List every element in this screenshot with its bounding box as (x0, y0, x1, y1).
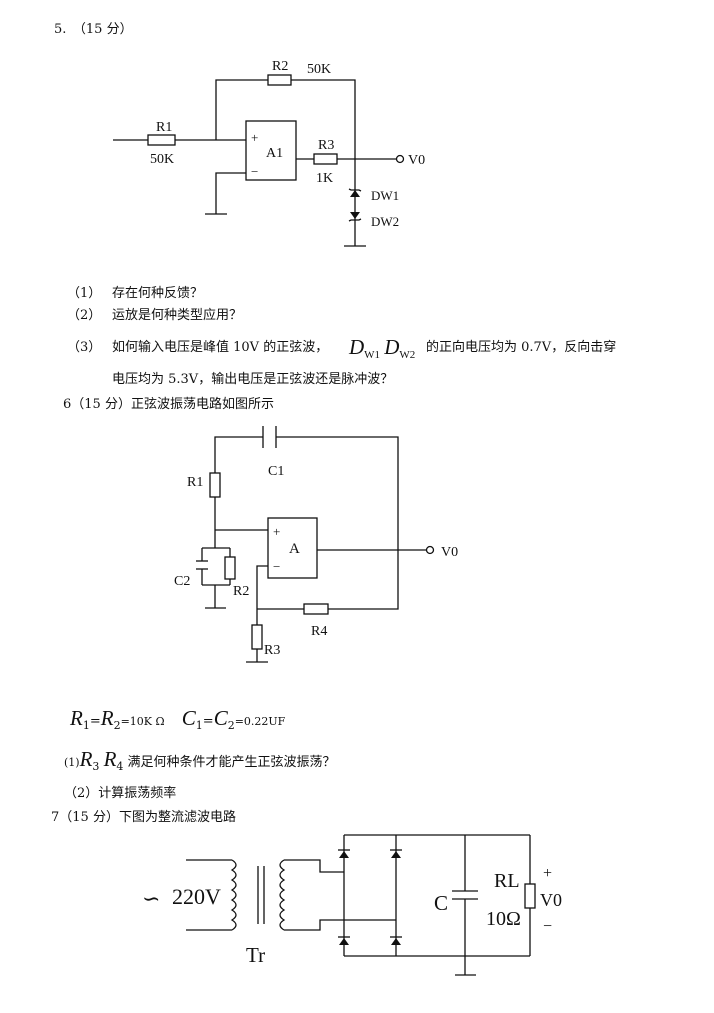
q5-d1-symbol: D (349, 335, 365, 359)
q5-item3-continued: 电压均为 5.3V，输出电压是正弦波还是脉冲波？ (112, 372, 394, 387)
q5-opamp-minus: − (251, 164, 258, 179)
q5-opamp (245, 120, 297, 181)
q7-heading: 7（15 分）下图为整流滤波电路 (51, 810, 236, 825)
q7-minus-sign: − (543, 918, 552, 935)
q6-output-terminal (425, 545, 435, 555)
q5-zener-dw1 (350, 190, 360, 197)
q5-item3-text-a: 如何输入电压是峰值 10V 的正弦波， (112, 340, 329, 355)
q5-r2-label: R2 (272, 59, 288, 74)
q7-rl-label: RL (494, 870, 520, 892)
q7-diode-d2 (391, 851, 401, 858)
q6-param-r1-sub: 1 (82, 719, 90, 732)
q6-param-r-value: =10K Ω (120, 715, 165, 728)
q6-r2-label: R2 (233, 584, 249, 599)
q5-r3-label: R3 (318, 138, 334, 153)
q5-d2-subscript: W2 (399, 349, 416, 361)
q7-primary-coil (230, 859, 237, 931)
q5-output-terminal (395, 154, 405, 164)
q5-r1-value: 50K (150, 152, 174, 167)
q6-heading: 6（15 分）正弦波振荡电路如图所示 (63, 397, 274, 412)
q6-q1-number: (1) (64, 756, 80, 769)
q7-plus-sign: + (543, 865, 552, 882)
q5-r3-value: 1K (316, 171, 333, 186)
q7-ac-tilde: ∽ (142, 886, 160, 911)
q5-opamp-label: A1 (266, 146, 283, 161)
q5-d2-symbol: D (384, 335, 400, 359)
q6-param-eq2: = (202, 714, 214, 729)
q5-dw1-label: DW1 (371, 188, 399, 203)
q7-transformer-label: Tr (246, 943, 265, 967)
q6-c2-label: C2 (174, 574, 190, 589)
q5-d1-subscript: W1 (364, 349, 381, 361)
q6-q1-r4-sub: 4 (116, 760, 124, 773)
q5-dw2-label: DW2 (371, 214, 399, 229)
q6-q1-r3: R (79, 747, 93, 771)
q7-rl-resistor (524, 883, 536, 909)
q7-diode-d1 (339, 851, 349, 858)
q7-rl-value: 10Ω (486, 908, 521, 930)
q6-param-r2: R (100, 706, 114, 730)
q5-item3-text-b: 的正向电压均为 0.7V，反向击穿 (426, 340, 617, 355)
q6-c1-label: C1 (268, 464, 284, 479)
q7-diode-d3 (339, 938, 349, 945)
q5-r2-value: 50K (307, 62, 331, 77)
q6-param-r1: R (70, 706, 83, 730)
q5-zener-dw2 (350, 212, 360, 219)
q6-opamp-plus: + (273, 524, 280, 539)
q7-c-label: C (434, 891, 448, 915)
q5-heading: 5. （15 分） (54, 22, 133, 37)
q7-diode-d4 (391, 938, 401, 945)
q6-opamp-label: A (289, 541, 300, 557)
q6-q1-r3-sub: 3 (92, 760, 100, 773)
q5-item3-diodes: DW1 DW2 (349, 334, 415, 368)
q5-item1-text: 存在何种反馈？ (112, 286, 204, 301)
q6-parameters: R1=R2=10K Ω C1=C2=0.22UF (70, 705, 285, 739)
q6-param-c2: C (213, 706, 228, 730)
q6-param-c1-sub: 1 (195, 719, 203, 732)
q6-param-c2-sub: 2 (227, 719, 235, 732)
q5-opamp-plus: + (251, 130, 258, 145)
q6-question2: （2）计算振荡频率 (64, 786, 177, 801)
q6-param-c1: C (181, 706, 196, 730)
q6-opamp-minus: − (273, 559, 280, 574)
q5-output-label: V0 (408, 153, 425, 168)
q5-item1-number: （1） (67, 286, 102, 301)
q6-q1-text: 满足何种条件才能产生正弦波振荡？ (127, 755, 336, 770)
q5-item3-number: （3） (67, 340, 102, 355)
q5-item2-text: 运放是何种类型应用？ (112, 308, 243, 323)
q6-q1-r4: R (103, 747, 117, 771)
q7-output-label: V0 (540, 890, 562, 910)
q6-question1: (1)R3 R4 满足何种条件才能产生正弦波振荡？ (64, 746, 336, 780)
q5-item2-number: （2） (67, 308, 102, 323)
q6-param-eq1: = (89, 714, 101, 729)
q6-param-r2-sub: 2 (113, 719, 121, 732)
q6-r3-label: R3 (264, 643, 280, 658)
q6-output-label: V0 (441, 545, 458, 560)
q6-param-c-value: =0.22UF (234, 715, 286, 728)
q7-source-label: 220V (172, 884, 221, 909)
q7-secondary-coil (279, 859, 286, 931)
q5-r1-label: R1 (156, 120, 172, 135)
q6-opamp (267, 517, 318, 579)
q6-r4-label: R4 (311, 624, 327, 639)
q6-r1-label: R1 (187, 475, 203, 490)
